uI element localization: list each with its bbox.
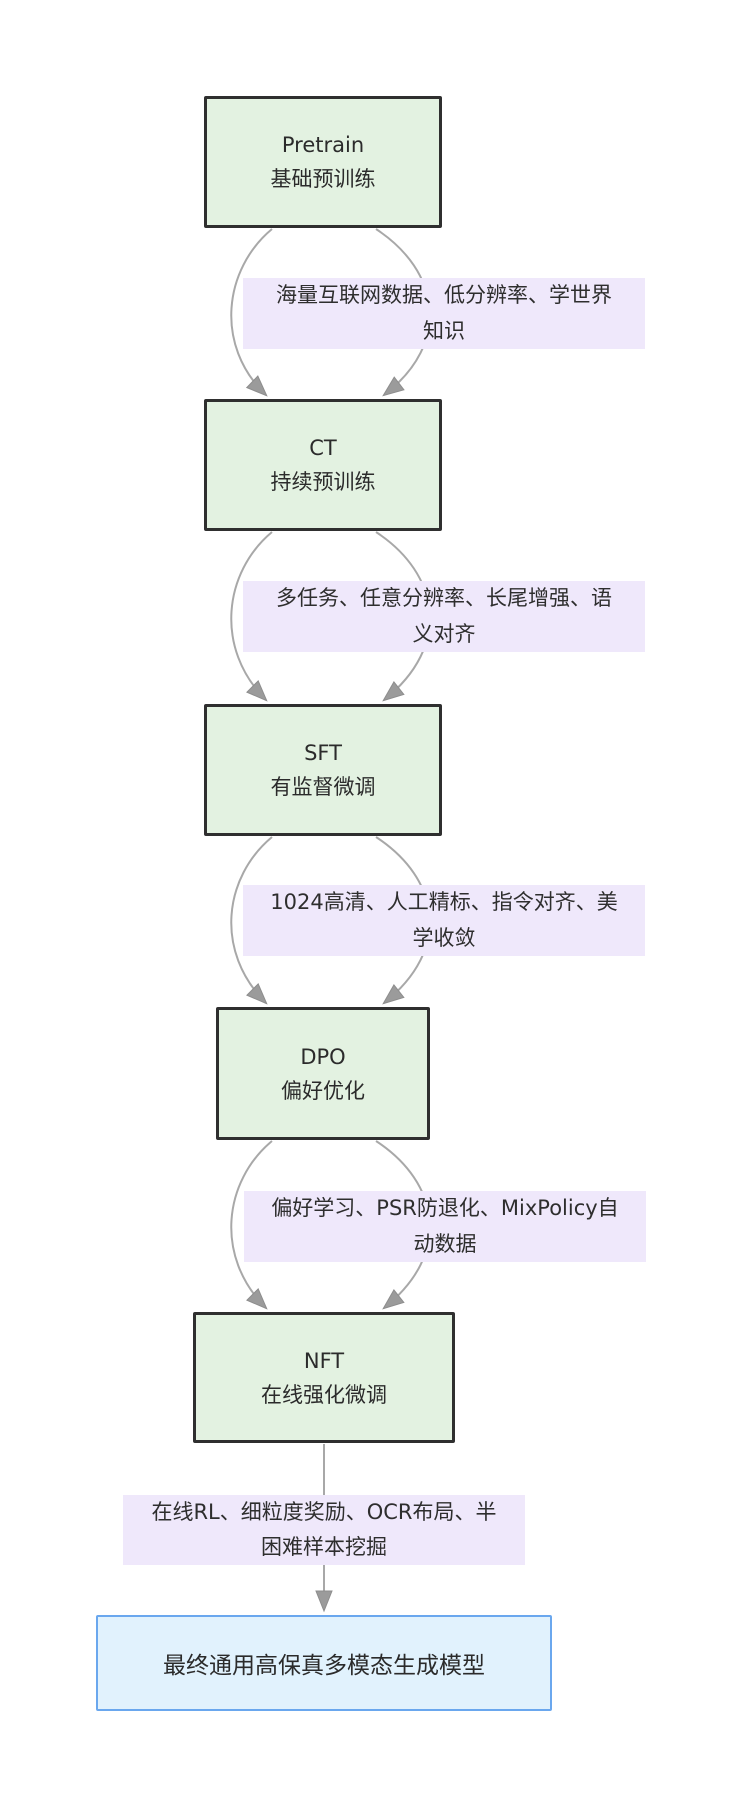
- edge-label-line: 海量互联网数据、低分辨率、学世界: [276, 283, 612, 307]
- edge-label-line: 困难样本挖掘: [261, 1535, 387, 1559]
- edge-label-dpo-nft: 偏好学习、PSR防退化、MixPolicy自 动数据: [244, 1191, 646, 1262]
- edge-pretrain-ct-left: [230, 228, 273, 397]
- edge-label-line: 偏好学习、PSR防退化、MixPolicy自: [271, 1196, 619, 1220]
- node-title: 最终通用高保真多模态生成模型: [163, 1653, 485, 1679]
- node-subtitle: 有监督微调: [270, 775, 376, 799]
- edge-ct-sft-left: [230, 531, 273, 702]
- node-title: DPO: [300, 1044, 346, 1069]
- edge-label-nft-final: 在线RL、细粒度奖励、OCR布局、半 困难样本挖掘: [123, 1495, 525, 1565]
- node-pretrain: Pretrain 基础预训练: [204, 96, 442, 228]
- edge-label-ct-sft: 多任务、任意分辨率、长尾增强、语 义对齐: [243, 581, 645, 652]
- edge-label-sft-dpo: 1024高清、人工精标、指令对齐、美 学收敛: [243, 885, 645, 956]
- node-subtitle: 在线强化微调: [261, 1382, 387, 1407]
- edge-label-line: 多任务、任意分辨率、长尾增强、语: [276, 586, 612, 610]
- edge-dpo-nft-left: [230, 1140, 273, 1310]
- node-title: CT: [309, 436, 337, 460]
- edge-label-line: 知识: [423, 318, 465, 343]
- node-nft: NFT 在线强化微调: [193, 1312, 455, 1443]
- edge-label-line: 义对齐: [412, 621, 476, 646]
- edge-label-pretrain-ct: 海量互联网数据、低分辨率、学世界 知识: [243, 278, 645, 349]
- node-title: NFT: [303, 1348, 345, 1373]
- node-title: Pretrain: [281, 133, 365, 157]
- node-sft: SFT 有监督微调: [204, 704, 442, 836]
- edge-label-line: 1024高清、人工精标、指令对齐、美: [270, 890, 618, 914]
- node-final-model: 最终通用高保真多模态生成模型: [96, 1615, 552, 1711]
- node-subtitle: 持续预训练: [270, 470, 376, 494]
- edge-sft-dpo-left: [230, 836, 273, 1005]
- node-subtitle: 基础预训练: [270, 167, 376, 191]
- edge-label-line: 学收敛: [412, 925, 476, 950]
- edge-label-line: 动数据: [413, 1231, 477, 1256]
- node-dpo: DPO 偏好优化: [216, 1007, 430, 1140]
- node-title: SFT: [304, 741, 342, 765]
- node-subtitle: 偏好优化: [281, 1078, 365, 1103]
- edge-label-line: 在线RL、细粒度奖励、OCR布局、半: [151, 1499, 497, 1524]
- node-ct: CT 持续预训练: [204, 399, 442, 531]
